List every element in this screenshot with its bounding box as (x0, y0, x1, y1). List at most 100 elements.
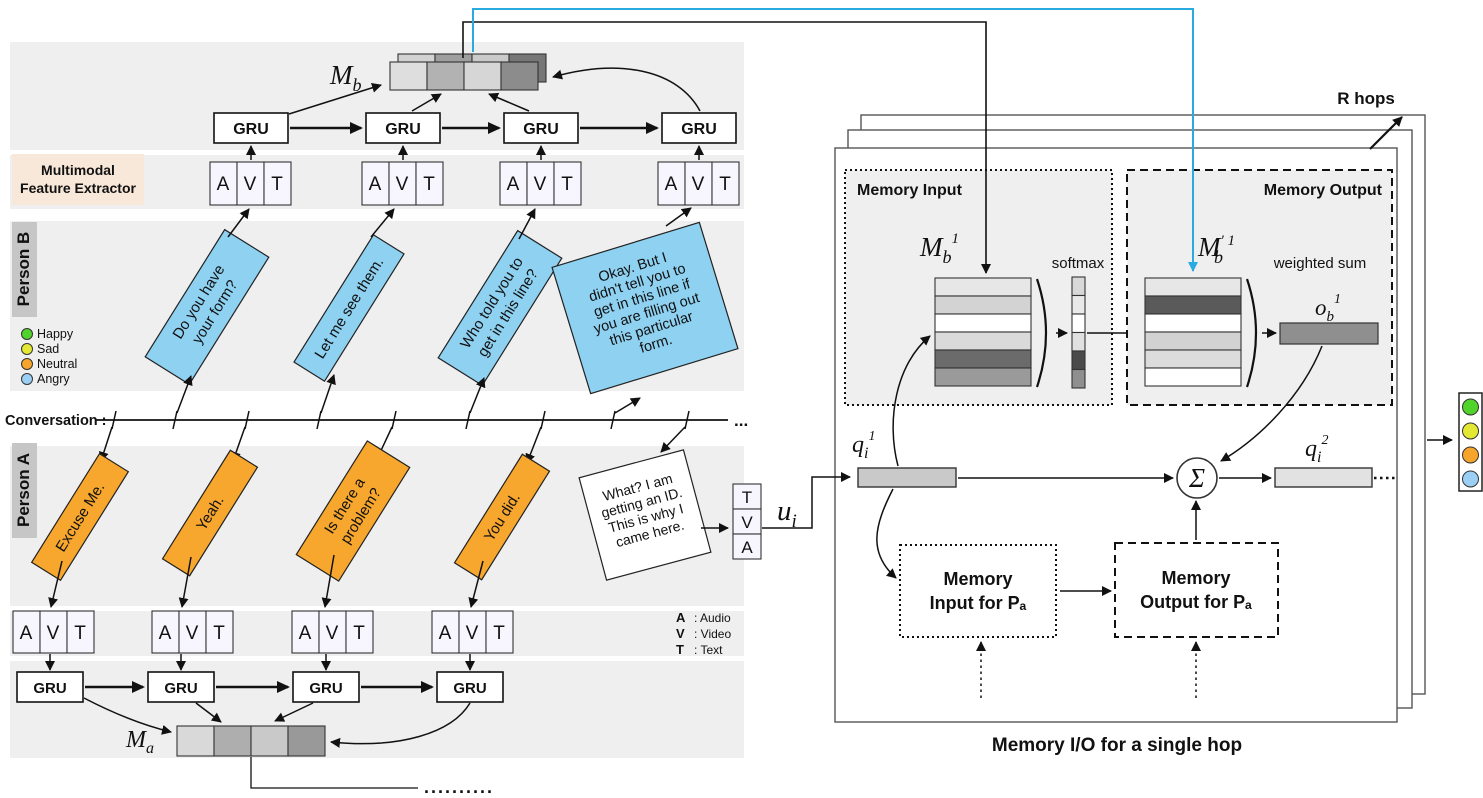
person-a-label-text: Person A (14, 453, 33, 527)
ma-cell (176, 725, 215, 757)
background-bands (10, 42, 744, 758)
avt-letter: A (439, 623, 452, 644)
gru-label: GRU (33, 680, 66, 697)
mb1-prime-row (1144, 367, 1242, 387)
utterance-box (293, 234, 405, 382)
output-happy-dot-icon (1462, 398, 1479, 416)
avt-cell-a (12, 610, 41, 654)
avt-letter: A (369, 174, 382, 195)
mb1-prime-row (1144, 313, 1242, 333)
band-gru-a (10, 661, 744, 758)
timeline-ellipsis: ... (734, 411, 748, 430)
utterance-to-avt-arrow (370, 208, 395, 238)
sad-label: Sad (37, 342, 59, 356)
avt-cell-a (657, 161, 686, 206)
avt-letter: V (692, 174, 705, 195)
utterance-b-4: Okay. But Ididn't tell you toget in this… (551, 221, 739, 395)
timeline-to-utterance-arrow (176, 375, 193, 414)
timeline-to-utterance-arrow (469, 377, 486, 414)
avt-letter: A (217, 174, 230, 195)
panel-caption: Memory I/O for a single hop (992, 735, 1242, 756)
avt-box: A V T (209, 161, 292, 206)
mb1-prime-row (1144, 295, 1242, 315)
mb-front-cell (426, 61, 465, 91)
modality-key: A (676, 610, 686, 625)
avt-cell-a (431, 610, 460, 654)
utterance-to-avt-arrow (48, 560, 63, 608)
mb1-row (934, 349, 1032, 369)
avt-cell-t (263, 161, 292, 206)
gru-to-mb-arrow (552, 67, 701, 112)
gru-row-b: GRU GRU GRU GRU (213, 67, 737, 144)
person-a-label: Person A (12, 443, 37, 538)
modality-key: V (676, 626, 685, 641)
mb-to-memory-input-line (462, 21, 991, 274)
memory-output-title: Memory Output (1264, 182, 1383, 199)
gru-to-ma-arrow (83, 697, 172, 735)
utterance-to-avt-arrow (518, 208, 536, 240)
avt-letter: A (20, 623, 33, 644)
avt-letter: A (299, 623, 312, 644)
gru-label: GRU (523, 121, 559, 138)
mb1-row (934, 313, 1032, 333)
softmax-cell (1071, 331, 1086, 352)
gru-to-mb-arrow (411, 93, 442, 112)
ma-cell (287, 725, 326, 757)
gru-to-ma-arrow (195, 702, 222, 723)
emotion-legend: Happy Sad Neutral Angry (21, 327, 77, 386)
utterance-text: Okay. But Ididn't tell you toget in this… (578, 244, 711, 368)
memory-output-pa-box (1114, 542, 1279, 638)
sigma-node (1176, 457, 1218, 499)
utterance-to-avt-arrows-a (48, 554, 484, 608)
softmax-vector (1071, 276, 1086, 389)
gru-to-mb-arrow (288, 82, 382, 115)
gru-box (503, 112, 579, 144)
gru-label: GRU (681, 121, 717, 138)
softmax-cell (1071, 368, 1086, 389)
ob1-label: ob1 (1315, 292, 1341, 325)
avt-letter: T (213, 623, 225, 644)
softmax-cell (1071, 294, 1086, 315)
avt-box: A V T (12, 610, 95, 654)
utterance-a-query: What? I amgetting an ID.This is why Icam… (578, 449, 712, 581)
person-b-label-bg (12, 222, 37, 317)
avt-box: A V T (657, 161, 740, 206)
utterance-to-avt-arrows-b (227, 207, 692, 240)
ob1-to-sigma-arrow (1220, 345, 1323, 462)
ma-trail-line (250, 757, 418, 789)
gru-box (365, 112, 441, 144)
tva-letter: A (741, 538, 753, 557)
avt-cell-v (684, 161, 713, 206)
avt-cell-t (66, 610, 95, 654)
memory-block-ma (176, 725, 326, 757)
happy-dot-icon (21, 328, 33, 340)
timeline-to-utterance-arrow (525, 426, 542, 464)
avt-cell-t (415, 161, 444, 206)
avt-letter: V (534, 174, 547, 195)
avt-cell-v (526, 161, 555, 206)
mb1-row (934, 367, 1032, 387)
gru-box (16, 671, 84, 703)
avt-letter: T (74, 623, 86, 644)
timeline-to-utterance-arrow (660, 426, 686, 453)
ui-label: ui (777, 495, 797, 532)
avt-letter: V (244, 174, 257, 195)
person-b-label: Person B (12, 222, 37, 317)
mb1-prime-row (1144, 349, 1242, 369)
qi1-bar (857, 467, 957, 488)
avt-cell-v (388, 161, 417, 206)
gru-box (436, 671, 504, 703)
avt-box: A V T (291, 610, 374, 654)
neutral-dot-icon (21, 358, 33, 370)
happy-label: Happy (37, 327, 74, 341)
avt-letter: V (326, 623, 339, 644)
utterance-box (437, 229, 563, 387)
mb1-row (934, 331, 1032, 351)
qi2-bar (1274, 467, 1373, 488)
utterance-box (551, 221, 739, 395)
timeline-ticks (111, 410, 690, 430)
mb1-row (934, 277, 1032, 297)
gru-label: GRU (453, 680, 486, 697)
